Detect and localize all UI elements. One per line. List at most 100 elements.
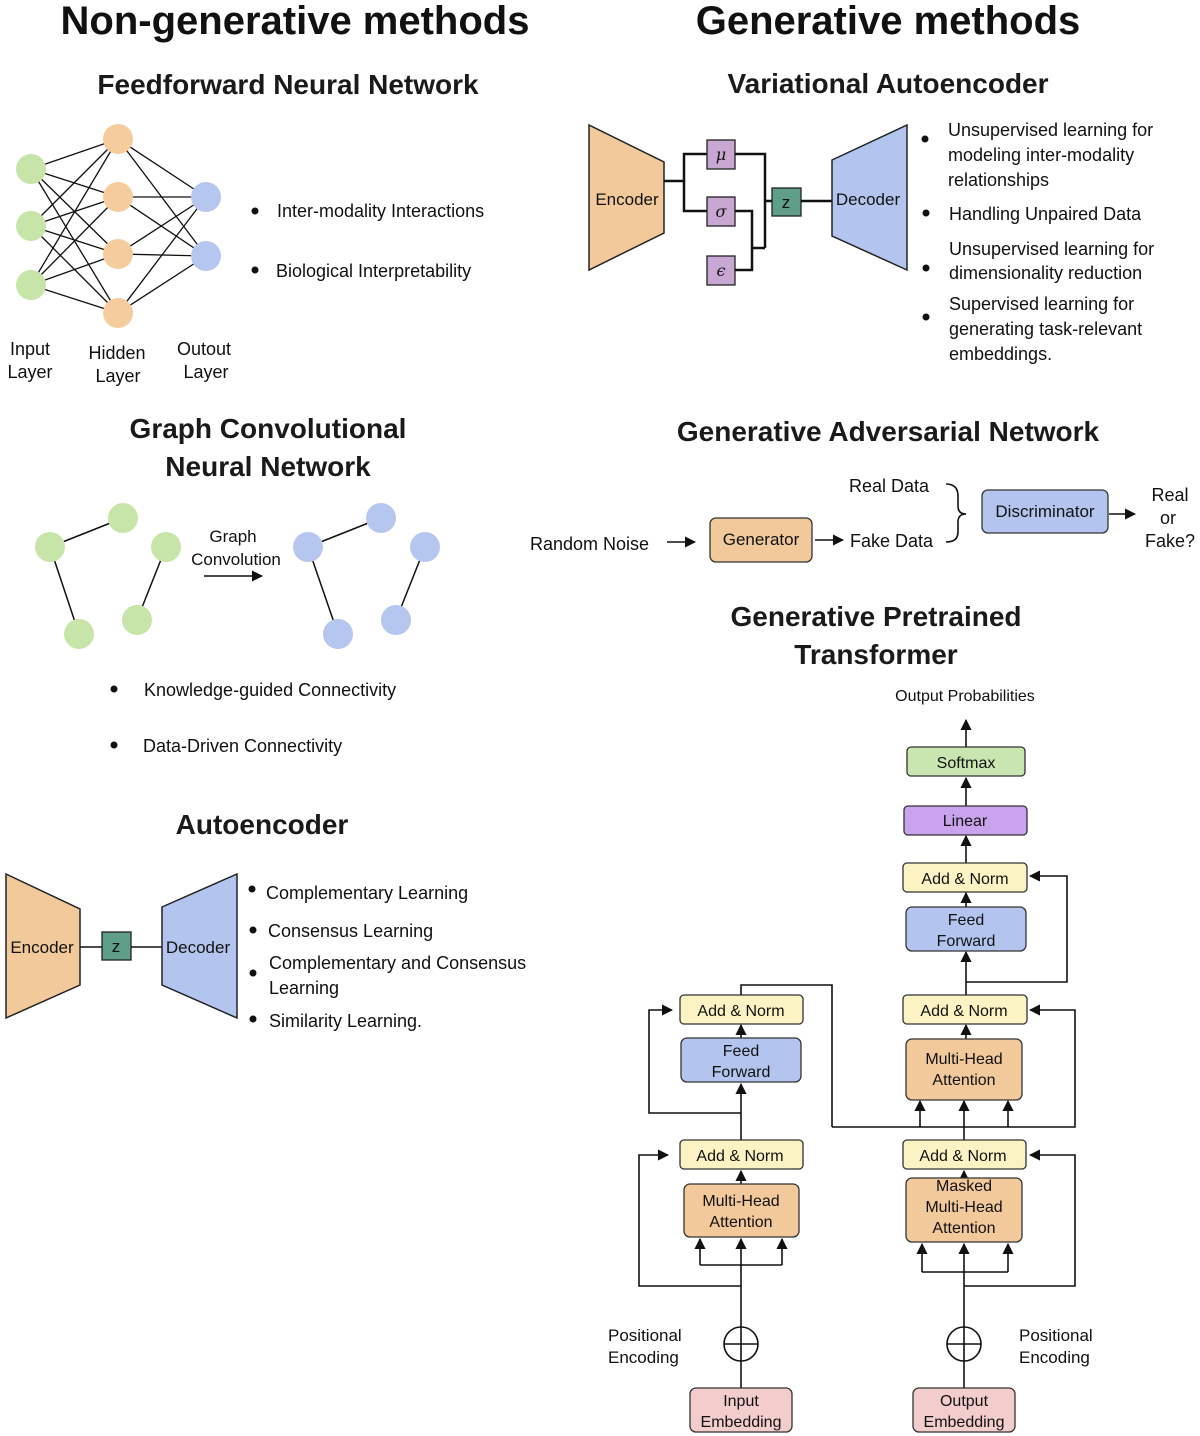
gpt-masked-mha bbox=[905, 1177, 1023, 1243]
ffnn-edge bbox=[117, 196, 207, 314]
autoencoder-title: Autoencoder bbox=[176, 809, 349, 840]
vae-bullet-3-line1: Unsupervised learning for bbox=[949, 239, 1154, 259]
vae-decoder-shape bbox=[831, 123, 908, 272]
gpt-input-embedding-line2: Embedding bbox=[701, 1414, 782, 1431]
gpt-output-probabilities: Output Probabilities bbox=[895, 688, 1035, 705]
gpt-input-embedding bbox=[689, 1387, 793, 1433]
ae-bullet-3-line2: Learning bbox=[269, 978, 339, 998]
autoencoder-panel: Autoencoder Encoder z Decoder Complement… bbox=[5, 809, 526, 1031]
gpt-ff-left-line2: Forward bbox=[712, 1064, 771, 1081]
output-layer-label-line2: Layer bbox=[183, 362, 228, 382]
ae-decoder-shape bbox=[161, 872, 238, 1020]
ffnn-hidden-node bbox=[103, 182, 133, 212]
vae-title: Variational Autoencoder bbox=[727, 68, 1048, 99]
gcn-output-node bbox=[293, 532, 323, 562]
ae-bullet-dot bbox=[249, 1015, 257, 1023]
gpt-feed-forward-right bbox=[905, 906, 1027, 952]
hidden-layer-label-line2: Layer bbox=[95, 366, 140, 386]
ffnn-hidden-node bbox=[103, 298, 133, 328]
gpt-input-embedding-line1: Input bbox=[723, 1393, 759, 1410]
gpt-residual-top bbox=[966, 870, 1068, 983]
ffnn-edge bbox=[30, 138, 119, 170]
input-layer-label-line2: Layer bbox=[7, 362, 52, 382]
gpt-masked-line3: Attention bbox=[932, 1220, 995, 1237]
gcn-input-graph bbox=[35, 503, 181, 649]
gpt-ff-right-line2: Forward bbox=[937, 933, 996, 950]
ffnn-edge bbox=[117, 196, 207, 257]
ae-bullet-dot bbox=[249, 969, 257, 977]
gpt-softmax-label: Softmax bbox=[937, 755, 996, 772]
graph-convolution-label-line2: Convolution bbox=[191, 550, 281, 569]
ae-encoder-shape bbox=[5, 872, 81, 1020]
ffnn-edge bbox=[30, 284, 119, 314]
vae-encoder-label: Encoder bbox=[595, 190, 659, 209]
ae-latent-label: z bbox=[112, 937, 121, 956]
vae-bullet-dot bbox=[921, 135, 929, 143]
gpt-mha-right-line1: Multi-Head bbox=[925, 1051, 1002, 1068]
ae-decoder-label: Decoder bbox=[166, 938, 231, 957]
ffnn-title: Feedforward Neural Network bbox=[97, 69, 479, 100]
ffnn-edge bbox=[117, 138, 207, 198]
gpt-title-line1: Generative Pretrained bbox=[730, 601, 1021, 632]
gpt-output-embedding-line2: Embedding bbox=[924, 1414, 1005, 1431]
gpt-add-norm-top bbox=[902, 862, 1028, 893]
gcn-title-line1: Graph Convolutional bbox=[130, 413, 407, 444]
vae-bullet-1-line1: Unsupervised learning for bbox=[948, 120, 1153, 140]
vae-link-sigma-eps bbox=[735, 209, 754, 272]
gan-generator-box bbox=[709, 517, 813, 563]
ae-bullet-4: Similarity Learning. bbox=[269, 1011, 422, 1031]
gpt-linear-label: Linear bbox=[943, 813, 988, 830]
gpt-add-norm-top-label: Add & Norm bbox=[921, 871, 1008, 888]
gpt-add-norm-left-top-label: Add & Norm bbox=[697, 1003, 784, 1020]
generative-title: Generative methods bbox=[696, 0, 1081, 43]
ffnn-edge bbox=[30, 253, 119, 286]
vae-latent-label: z bbox=[782, 193, 791, 212]
gpt-add-norm-left-top bbox=[679, 994, 804, 1025]
gcn-input-node bbox=[108, 503, 138, 533]
ffnn-input-node bbox=[16, 211, 46, 241]
vae-link-mu bbox=[664, 152, 707, 183]
gcn-input-node bbox=[151, 532, 181, 562]
ffnn-panel: Feedforward Neural Network Input Layer H… bbox=[7, 69, 484, 386]
gan-title: Generative Adversarial Network bbox=[677, 416, 1100, 447]
ffnn-edge bbox=[30, 138, 119, 286]
ffnn-edges bbox=[30, 138, 207, 314]
ae-encoder-label: Encoder bbox=[10, 938, 74, 957]
vae-bullet-2: Handling Unpaired Data bbox=[949, 204, 1142, 224]
vae-bullet-1-line2: modeling inter-modality bbox=[948, 145, 1134, 165]
gcn-panel: Graph Convolutional Neural Network Graph… bbox=[35, 413, 440, 756]
ffnn-edge bbox=[30, 138, 119, 227]
gpt-ff-right-line1: Feed bbox=[948, 912, 984, 929]
gcn-output-node bbox=[381, 605, 411, 635]
gcn-output-node bbox=[410, 532, 440, 562]
gan-random-noise: Random Noise bbox=[530, 534, 649, 554]
gan-real-data: Real Data bbox=[849, 476, 930, 496]
ffnn-nodes bbox=[16, 124, 221, 328]
vae-bullet-4-line3: embeddings. bbox=[949, 344, 1052, 364]
input-layer-label-line1: Input bbox=[10, 339, 50, 359]
ffnn-bullet-dot bbox=[251, 266, 259, 274]
ffnn-edge bbox=[30, 225, 119, 255]
ffnn-edge bbox=[117, 196, 207, 255]
gcn-bullet-dot bbox=[110, 685, 118, 693]
graph-convolution-label-line1: Graph bbox=[209, 527, 256, 546]
ffnn-edge bbox=[117, 255, 207, 314]
gcn-bullet-dot bbox=[110, 741, 118, 749]
gan-output-line2: or bbox=[1160, 508, 1176, 528]
gpt-add-norm-right-bottom bbox=[902, 1139, 1027, 1170]
gpt-residual-mha bbox=[832, 1004, 1076, 1128]
gpt-add-norm-right-mid-label: Add & Norm bbox=[920, 1003, 1007, 1020]
vae-bullet-1-line3: relationships bbox=[948, 170, 1049, 190]
gpt-softmax-box bbox=[906, 746, 1026, 777]
vae-bullet-dot bbox=[922, 264, 930, 272]
hidden-layer-label-line1: Hidden bbox=[88, 343, 145, 363]
gpt-mha-left-line2: Attention bbox=[709, 1214, 772, 1231]
ffnn-input-node bbox=[16, 154, 46, 184]
gpt-add-norm-left-bottom-label: Add & Norm bbox=[696, 1148, 783, 1165]
vae-decoder-label: Decoder bbox=[836, 190, 901, 209]
gcn-input-node bbox=[122, 605, 152, 635]
gpt-add-norm-right-bottom-label: Add & Norm bbox=[919, 1148, 1006, 1165]
vae-bullet-dot bbox=[922, 209, 930, 217]
gan-generator-label: Generator bbox=[723, 530, 800, 549]
